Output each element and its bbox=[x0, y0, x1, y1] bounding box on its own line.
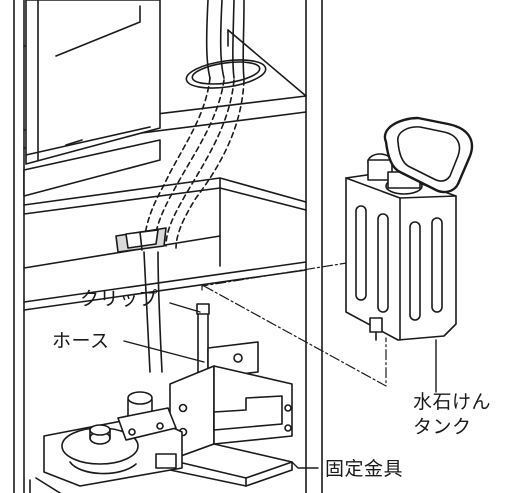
hose-label: ホース bbox=[52, 330, 110, 352]
fixing-bracket bbox=[169, 341, 293, 487]
wall-unit bbox=[23, 0, 161, 197]
cabinet-frame bbox=[13, 0, 323, 493]
leader-lines bbox=[123, 302, 437, 469]
hose-clip bbox=[115, 227, 167, 253]
soap-tank-label-line2: タンク bbox=[413, 416, 472, 438]
soap-tank-label-line1: 水石けん bbox=[413, 391, 492, 413]
soap-tank bbox=[345, 116, 474, 341]
pump-assembly bbox=[29, 391, 183, 493]
hose-bundle bbox=[205, 0, 245, 79]
clip-label: クリップ bbox=[80, 288, 159, 310]
bracket-label: 固定金具 bbox=[325, 458, 404, 480]
guide-line bbox=[201, 257, 387, 387]
hose-below-clip bbox=[143, 251, 163, 373]
